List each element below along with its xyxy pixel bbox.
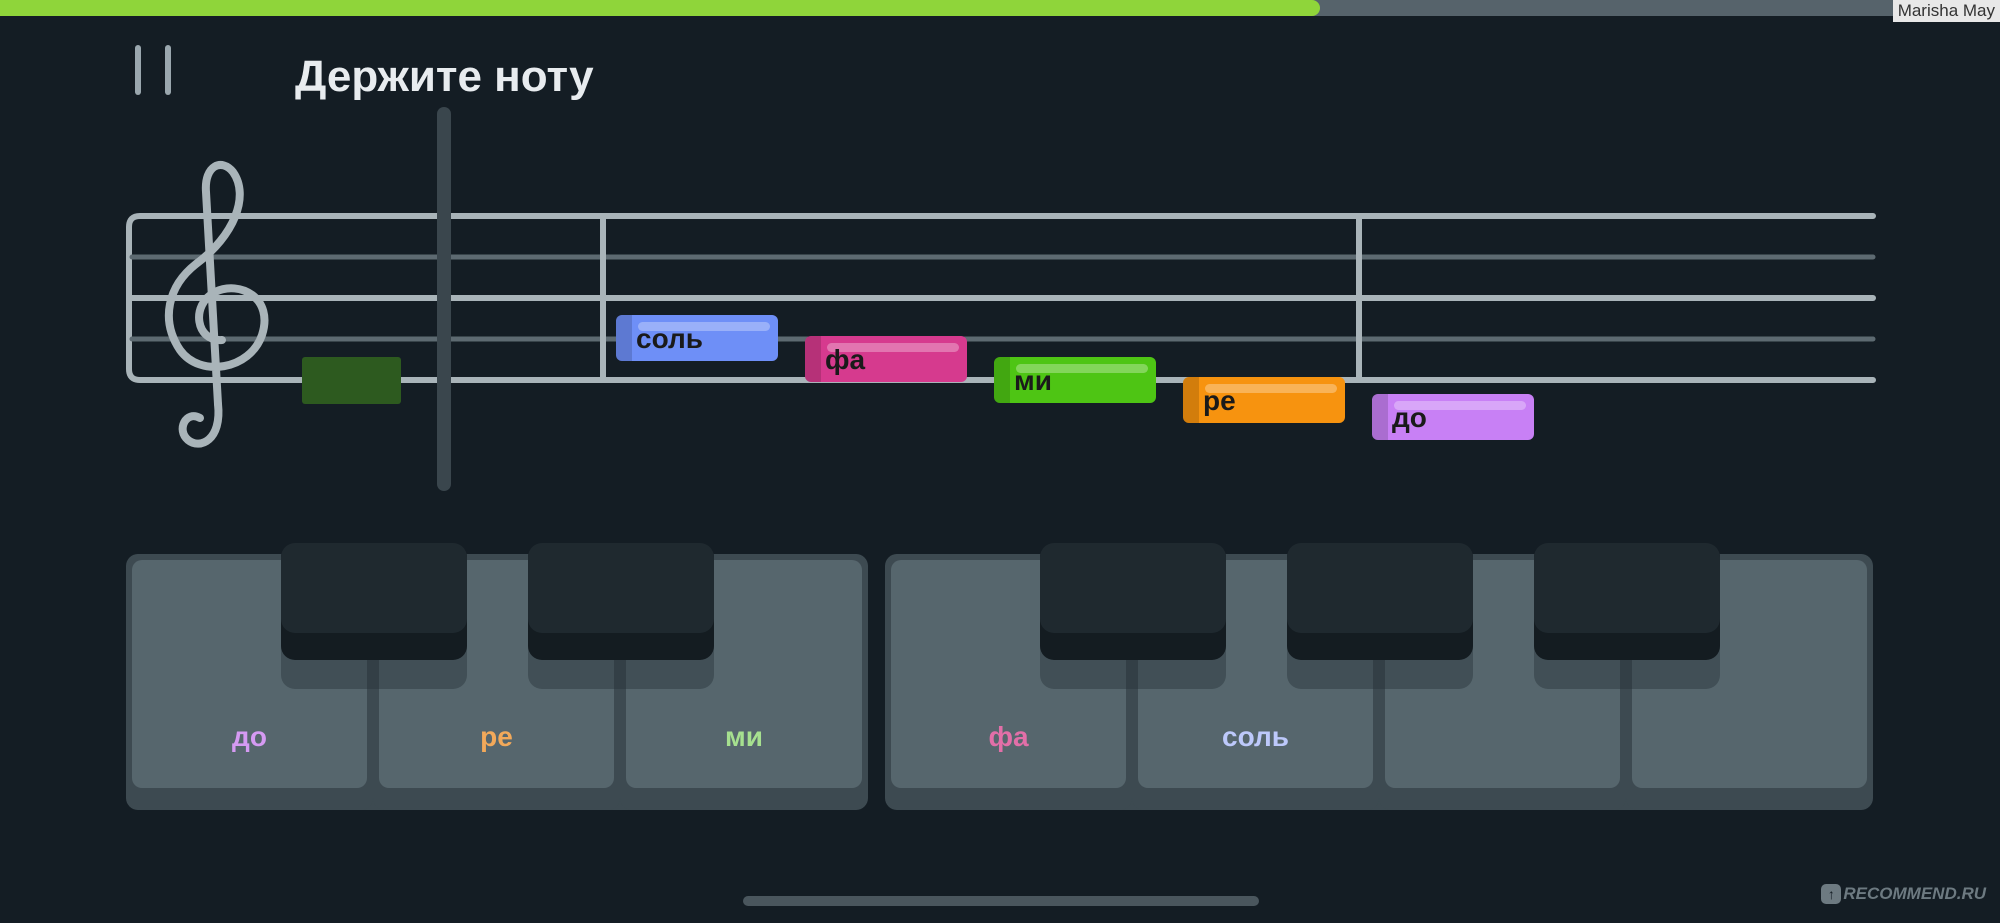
piano-key-si[interactable]: [1626, 554, 1873, 810]
piano-key-mi[interactable]: ми: [620, 554, 868, 810]
pause-button[interactable]: [130, 40, 176, 100]
note-label: до: [1392, 402, 1427, 433]
piano-black-key-re-sharp[interactable]: [528, 543, 714, 689]
piano-black-key-fa-sharp[interactable]: [1040, 543, 1226, 689]
keyboard-group-left: до ре ми: [126, 554, 868, 810]
note-label: ре: [1203, 385, 1236, 416]
staff-lines: [126, 213, 1876, 383]
username-label: Marisha May: [1892, 0, 2000, 22]
note-re: ре: [1183, 377, 1345, 423]
watermark: ↑RECOMMEND.RU: [1821, 884, 1986, 904]
note-mi: ми: [994, 357, 1156, 403]
key-label: соль: [1222, 721, 1289, 752]
key-label: до: [232, 721, 267, 752]
note-sol: соль: [616, 315, 778, 361]
note-do: до: [1372, 394, 1534, 440]
note-label: ми: [1014, 365, 1052, 396]
target-note-marker: [302, 357, 401, 404]
page-title: Держите ноту: [295, 52, 594, 101]
key-label: ре: [480, 721, 513, 752]
progress-track: [0, 0, 2000, 16]
treble-clef-icon: [164, 161, 269, 448]
recommend-logo-icon: ↑: [1821, 884, 1842, 904]
piano-black-key-la-sharp[interactable]: [1534, 543, 1720, 689]
home-indicator[interactable]: [743, 896, 1259, 906]
note-label: соль: [636, 323, 703, 354]
note-fa: фа: [805, 336, 967, 382]
key-label: ми: [725, 721, 763, 752]
note-label: фа: [825, 344, 866, 375]
watermark-text: RECOMMEND.RU: [1843, 884, 1986, 903]
piano-black-key-do-sharp[interactable]: [281, 543, 467, 689]
progress-fill: [0, 0, 1320, 16]
key-label: фа: [988, 721, 1029, 752]
piano-black-key-sol-sharp[interactable]: [1287, 543, 1473, 689]
